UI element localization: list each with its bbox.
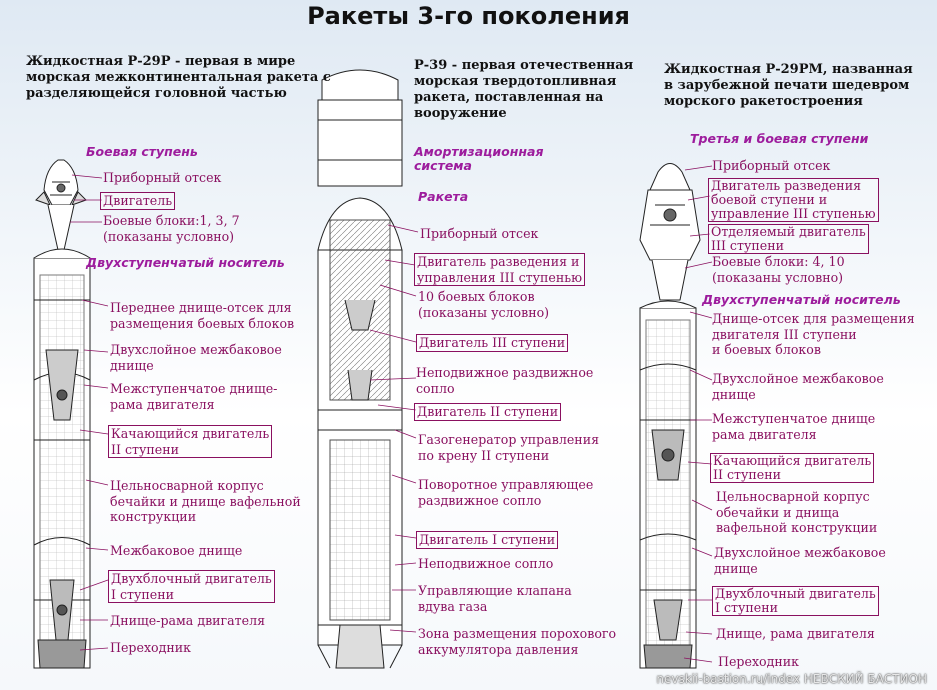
page-title: Ракеты 3-го поколения — [307, 2, 630, 30]
col1-label-interstage-bulkhead: Межступенчатое днище-рама двигателя — [110, 381, 278, 412]
col3-label-adapter: Переходник — [718, 654, 800, 669]
col1-heading: Жидкостная Р-29Р - первая в мире морская… — [26, 54, 331, 101]
col2-label-second-stage-engine: Двигатель II ступени — [414, 403, 562, 421]
col3-section-two-stage-carrier: Двухступенчатый носитель — [702, 292, 901, 307]
rocket-r39-drawing — [317, 69, 403, 669]
col1-label-engine-frame: Днище-рама двигателя — [110, 613, 266, 628]
col1-label-engine: Двигатель — [100, 192, 176, 210]
col3-label-instrument-bay: Приборный отсек — [712, 158, 831, 173]
col1-label-instrument-bay: Приборный отсек — [103, 170, 222, 185]
col1-section-warhead-stage: Боевая ступень — [86, 144, 198, 159]
col2-label-instrument-bay: Приборный отсек — [420, 226, 539, 241]
col1-label-intertank-bulkhead: Межбаковое днище — [110, 543, 243, 558]
col3-label-warheads: Боевые блоки: 4, 10(показаны условно) — [712, 254, 845, 285]
rocket-r29rm-drawing — [639, 163, 701, 669]
col2-label-first-stage-engine: Двигатель I ступени — [416, 531, 559, 549]
col2-label-fixed-nozzle: Неподвижное сопло — [418, 556, 554, 571]
col3-heading: Жидкостная Р-29РМ, названная в зарубежно… — [664, 62, 913, 109]
col2-heading: Р-39 - первая отечественная морская твер… — [414, 58, 634, 121]
watermark-text: nevskii-bastion.ru/index НЕВСКИЙ БАСТИОН — [656, 672, 927, 686]
col2-label-third-stage-engine: Двигатель III ступени — [416, 334, 569, 352]
col1-section-two-stage-carrier: Двухступенчатый носитель — [86, 255, 285, 270]
col1-label-adapter: Переходник — [110, 640, 192, 655]
col3-label-engine-frame: Днище, рама двигателя — [716, 626, 875, 641]
col2-section-rocket: Ракета — [418, 189, 469, 204]
col2-label-ten-warheads: 10 боевых блоков(показаны условно) — [418, 289, 550, 320]
rocket-r29r-drawing — [33, 159, 91, 669]
col3-section-third-and-warhead-stages: Третья и боевая ступени — [690, 131, 869, 146]
col1-label-warheads: Боевые блоки:1, 3, 7(показаны условно) — [103, 213, 240, 244]
